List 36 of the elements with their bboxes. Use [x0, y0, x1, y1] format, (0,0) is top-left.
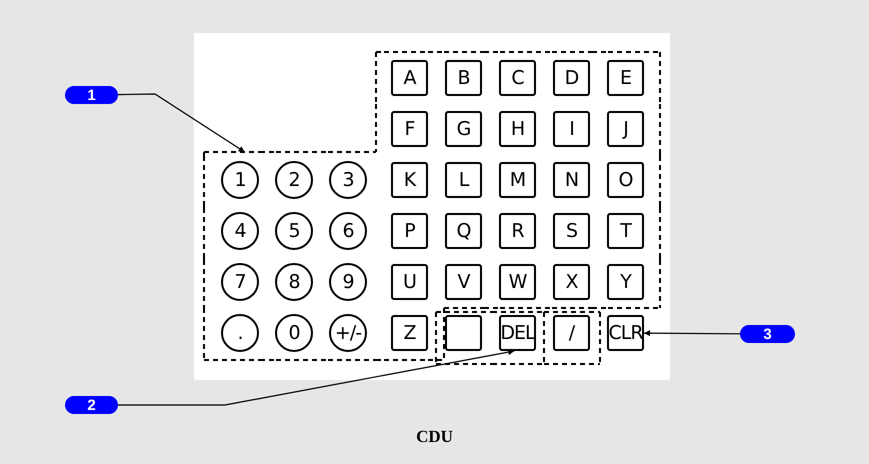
letter-key: S	[553, 213, 590, 249]
letter-key: I	[553, 111, 590, 147]
letter-key: X	[553, 264, 590, 300]
letter-key: H	[499, 111, 536, 147]
letter-key: DEL	[499, 315, 536, 351]
letter-key: D	[553, 60, 590, 96]
leader-line	[644, 330, 740, 336]
leader-line	[118, 93, 246, 152]
caption: CDU	[415, 427, 454, 447]
letter-key: P	[391, 213, 428, 249]
letter-key: W	[499, 264, 536, 300]
letter-key: B	[445, 60, 482, 96]
letter-key: T	[607, 213, 644, 249]
letter-key: R	[499, 213, 536, 249]
letter-key: E	[607, 60, 644, 96]
letter-key: Y	[607, 264, 644, 300]
letter-key: L	[445, 162, 482, 198]
letter-key: /	[553, 315, 590, 351]
letter-key: Z	[391, 315, 428, 351]
callout-number: 1	[65, 86, 118, 104]
leader-line	[118, 349, 514, 406]
letter-key: K	[391, 162, 428, 198]
letter-key: N	[553, 162, 590, 198]
callout-number: 2	[65, 396, 118, 414]
letter-key: U	[391, 264, 428, 300]
letter-key: G	[445, 111, 482, 147]
letter-key: V	[445, 264, 482, 300]
letter-key: F	[391, 111, 428, 147]
letter-key: C	[499, 60, 536, 96]
letter-key: Q	[445, 213, 482, 249]
letter-key: J	[607, 111, 644, 147]
letter-key: M	[499, 162, 536, 198]
callout-number: 3	[740, 325, 795, 343]
blank-key	[445, 315, 482, 351]
letter-key: O	[607, 162, 644, 198]
letter-key: A	[391, 60, 428, 96]
